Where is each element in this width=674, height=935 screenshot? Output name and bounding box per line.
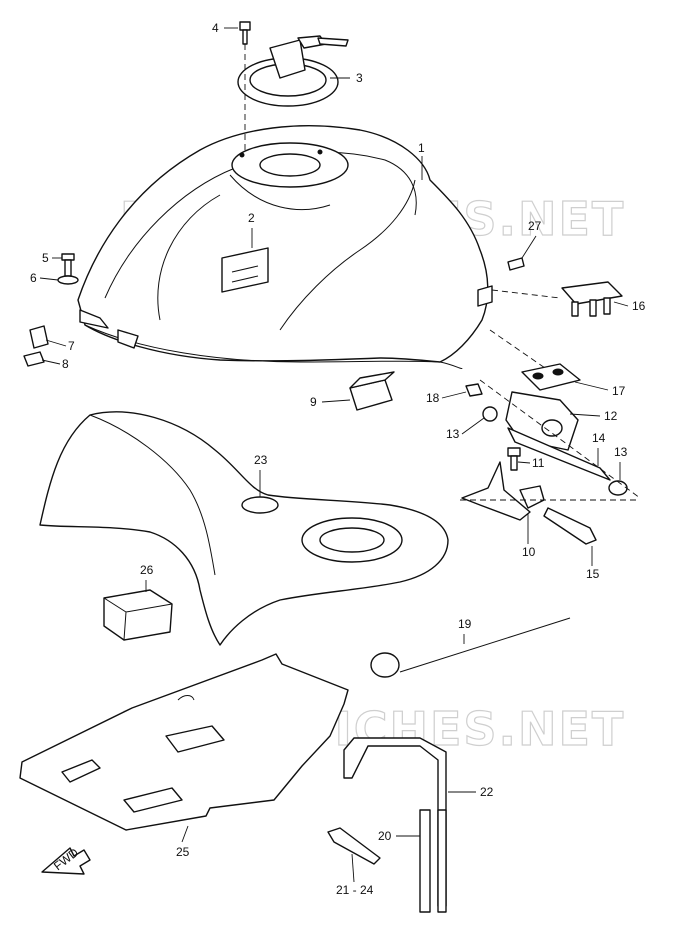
callouts: 4 3 1 2 5 6 7 8 27 16 17 9 18 12 13 14 1 [30,21,646,897]
tank-emblem [221,247,269,293]
callout-26: 26 [140,563,154,577]
callout-13b: 13 [614,445,628,459]
callout-21-24: 21 - 24 [336,883,374,897]
callout-25: 25 [176,845,190,859]
callout-18: 18 [426,391,440,405]
callout-22: 22 [480,785,494,799]
callout-17: 17 [612,384,626,398]
callout-6: 6 [30,271,37,285]
fwd-arrow-icon: FWD [41,845,91,875]
callout-16: 16 [632,299,646,313]
plate-25 [19,653,349,831]
callout-8: 8 [62,357,69,371]
callout-20: 20 [378,829,392,843]
callout-23: 23 [254,453,268,467]
cushion-9 [349,371,395,411]
callout-4: 4 [212,21,219,35]
callout-19: 19 [458,617,472,631]
callout-7: 7 [68,339,75,353]
tank-tray [39,411,449,646]
pad-26 [103,589,173,641]
wire-19 [370,617,571,678]
callout-5: 5 [42,251,49,265]
callout-1: 1 [418,141,425,155]
fuel-cap [237,35,349,107]
clamp-21-24 [327,827,381,865]
cap-screw [239,21,251,150]
callout-10: 10 [522,545,536,559]
callout-15: 15 [586,567,600,581]
bracket-16 [491,281,623,317]
left-fasteners [23,253,79,367]
hinge-assembly [460,379,641,545]
callout-13a: 13 [446,427,460,441]
fuel-tank [77,125,493,369]
callout-27: 27 [528,219,542,233]
callout-11: 11 [532,456,545,470]
rubber-27 [507,257,525,271]
callout-3: 3 [356,71,363,85]
callout-9: 9 [310,395,317,409]
callout-12: 12 [604,409,618,423]
hoses [343,737,447,913]
callout-14: 14 [592,431,606,445]
callout-2: 2 [248,211,255,225]
bracket-17 [489,329,581,391]
